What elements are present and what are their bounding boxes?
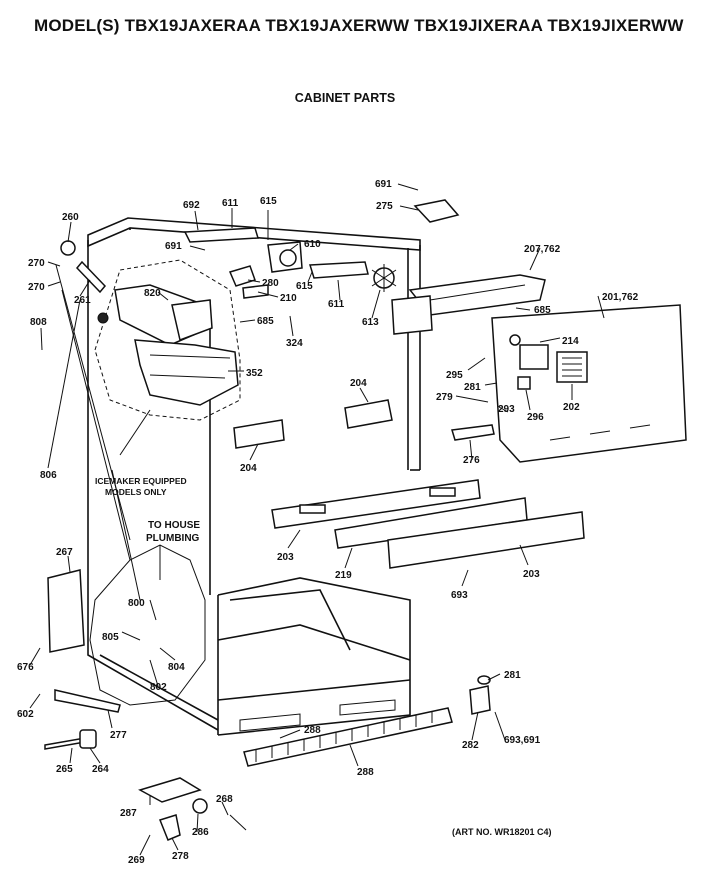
label-267: 267 (56, 547, 73, 558)
label-693: 693 (451, 590, 468, 601)
label-288: 288 (304, 725, 321, 736)
cabinet-shell (87, 217, 421, 736)
label-287: 287 (120, 808, 137, 819)
label-261: 261 (74, 295, 91, 306)
label-613: 613 (362, 317, 379, 328)
rails (271, 479, 585, 569)
label-685: 685 (257, 316, 274, 327)
label-800: 800 (128, 598, 145, 609)
label-203: 203 (523, 569, 540, 580)
plumbing-note-line1: TO HOUSE (148, 520, 200, 531)
label-282: 282 (462, 740, 479, 751)
label-270: 270 (28, 258, 45, 269)
label-270: 270 (28, 282, 45, 293)
top-duct-parts (60, 199, 546, 335)
label-611: 611 (328, 299, 345, 310)
label-265: 265 (56, 764, 73, 775)
panel-267 (47, 569, 85, 653)
label-260: 260 (62, 212, 79, 223)
label-676: 676 (17, 662, 34, 673)
icemaker-note-line1: ICEMAKER EQUIPPED (95, 476, 187, 486)
label-806: 806 (40, 470, 57, 481)
label-324: 324 (286, 338, 303, 349)
bracket-204-left (233, 419, 285, 449)
label-281: 281 (504, 670, 521, 681)
label-204: 204 (240, 463, 257, 474)
art-number: (ART NO. WR18201 C4) (452, 827, 552, 837)
control-panel (491, 304, 687, 463)
part-labels: 691 275 692 611 615 691 610 260 270 270 … (17, 179, 639, 866)
label-264: 264 (92, 764, 109, 775)
label-203: 203 (277, 552, 294, 563)
label-808: 808 (30, 317, 47, 328)
label-210: 210 (280, 293, 297, 304)
model-list-title: MODEL(S) TBX19JAXERAA TBX19JAXERWW TBX19… (34, 16, 684, 35)
label-691: 691 (375, 179, 392, 190)
label-288: 288 (357, 767, 374, 778)
label-802: 802 (150, 682, 167, 693)
label-207-762: 207,762 (524, 244, 561, 255)
label-280: 280 (262, 278, 279, 289)
label-268: 268 (216, 794, 233, 805)
plumbing-note-line2: PLUMBING (146, 533, 200, 544)
base-rail-277 (54, 689, 121, 713)
label-295: 295 (446, 370, 463, 381)
label-692: 692 (183, 200, 200, 211)
label-685: 685 (534, 305, 551, 316)
label-275: 275 (376, 201, 393, 212)
label-804: 804 (168, 662, 185, 673)
plumbing-outline (89, 544, 206, 706)
label-805: 805 (102, 632, 119, 643)
leader-lines (29, 183, 605, 856)
bottom-grille (243, 707, 453, 767)
label-352: 352 (246, 368, 263, 379)
label-286: 286 (192, 827, 209, 838)
label-615: 615 (296, 281, 313, 292)
label-278: 278 (172, 851, 189, 862)
icemaker-outline (94, 259, 241, 421)
label-276: 276 (463, 455, 480, 466)
bracket-204-right (344, 399, 393, 429)
label-281: 281 (464, 382, 481, 393)
label-293: 293 (498, 404, 515, 415)
label-269: 269 (128, 855, 145, 866)
label-204: 204 (350, 378, 367, 389)
section-title: CABINET PARTS (294, 91, 396, 105)
label-691: 691 (165, 241, 182, 252)
label-277: 277 (110, 730, 127, 741)
icemaker-assembly (97, 284, 239, 406)
label-693-691: 693,691 (504, 735, 541, 746)
label-279: 279 (436, 392, 453, 403)
label-820: 820 (144, 288, 161, 299)
label-202: 202 (563, 402, 580, 413)
hinge-276 (451, 424, 495, 441)
label-219: 219 (335, 570, 352, 581)
label-201-762: 201,762 (602, 292, 639, 303)
label-296: 296 (527, 412, 544, 423)
label-611: 611 (222, 198, 239, 209)
label-602: 602 (17, 709, 34, 720)
label-615: 615 (260, 196, 277, 207)
icemaker-note-line2: MODELS ONLY (105, 487, 167, 497)
label-610: 610 (304, 239, 321, 250)
leveling-parts (44, 675, 491, 841)
label-214: 214 (562, 336, 579, 347)
